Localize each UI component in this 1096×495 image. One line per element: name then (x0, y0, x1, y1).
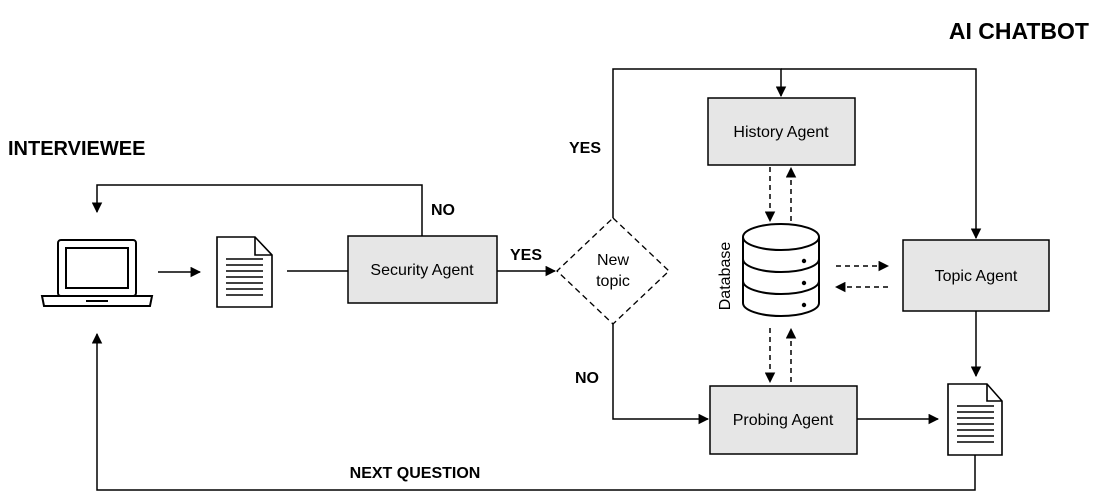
security-yes-label: YES (510, 247, 542, 264)
topic-agent-label: Topic Agent (935, 268, 1018, 285)
history-agent-node: History Agent (707, 97, 856, 166)
new-topic-decision: New topic (556, 217, 670, 325)
laptop-icon (40, 239, 154, 307)
decision-label-line2: topic (596, 273, 630, 290)
security-agent-label: Security Agent (370, 262, 474, 279)
topic-agent-node: Topic Agent (902, 239, 1050, 312)
ai-chatbot-title: AI CHATBOT (949, 18, 1089, 44)
edge-decision-no-to-probing (612, 324, 710, 425)
database-label: Database (717, 242, 734, 311)
database-icon (742, 223, 820, 317)
interviewee-title: INTERVIEWEE (8, 138, 145, 160)
document-icon-input (216, 236, 273, 308)
edge-security-no (91, 184, 423, 236)
decision-label-line1: New (597, 252, 629, 269)
probing-agent-node: Probing Agent (709, 385, 858, 455)
edge-to-topic-agent (781, 68, 982, 240)
decision-yes-label: YES (569, 140, 601, 157)
edge-decision-yes-to-history (612, 68, 787, 218)
edge-next-question (91, 332, 976, 491)
history-agent-label: History Agent (733, 124, 829, 141)
decision-no-label: NO (575, 370, 599, 387)
document-icon-output (947, 383, 1003, 456)
security-agent-node: Security Agent (347, 235, 498, 304)
probing-agent-label: Probing Agent (733, 412, 834, 429)
next-question-label: NEXT QUESTION (350, 465, 481, 482)
security-no-label: NO (431, 202, 455, 219)
